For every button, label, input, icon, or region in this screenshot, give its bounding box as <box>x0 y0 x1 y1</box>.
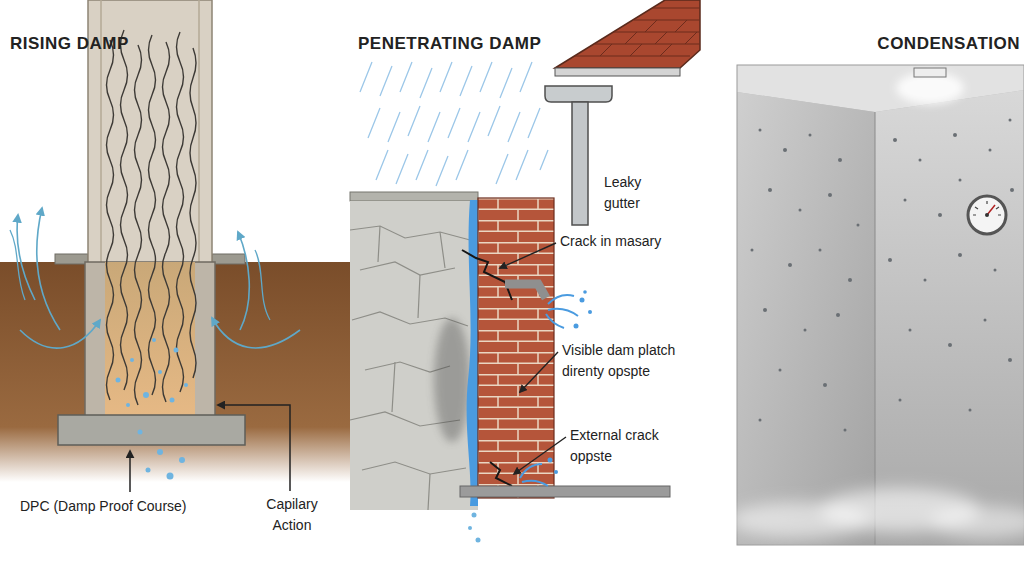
callout-label: Crack in masary <box>560 231 710 252</box>
callout-label: External crack oppste <box>570 425 678 467</box>
condensation-room <box>730 65 1024 545</box>
panel-heading: PENETRATING DAMP <box>358 34 558 54</box>
panel-heading: CONDENSATION <box>737 34 1020 54</box>
penetrating-damp-figure <box>350 0 700 543</box>
callout-label: Visible dam platch direnty opspte <box>562 340 692 382</box>
callout-label: Leaky gutter <box>604 172 664 214</box>
callout-label: Capilary Action <box>252 494 332 536</box>
rising-damp-figure <box>0 0 355 492</box>
room-panel: CONDENSATION <box>737 28 1024 545</box>
panel-heading: RISING DAMP <box>10 34 230 54</box>
callout-label: DPC (Damp Proof Course) <box>20 496 260 517</box>
